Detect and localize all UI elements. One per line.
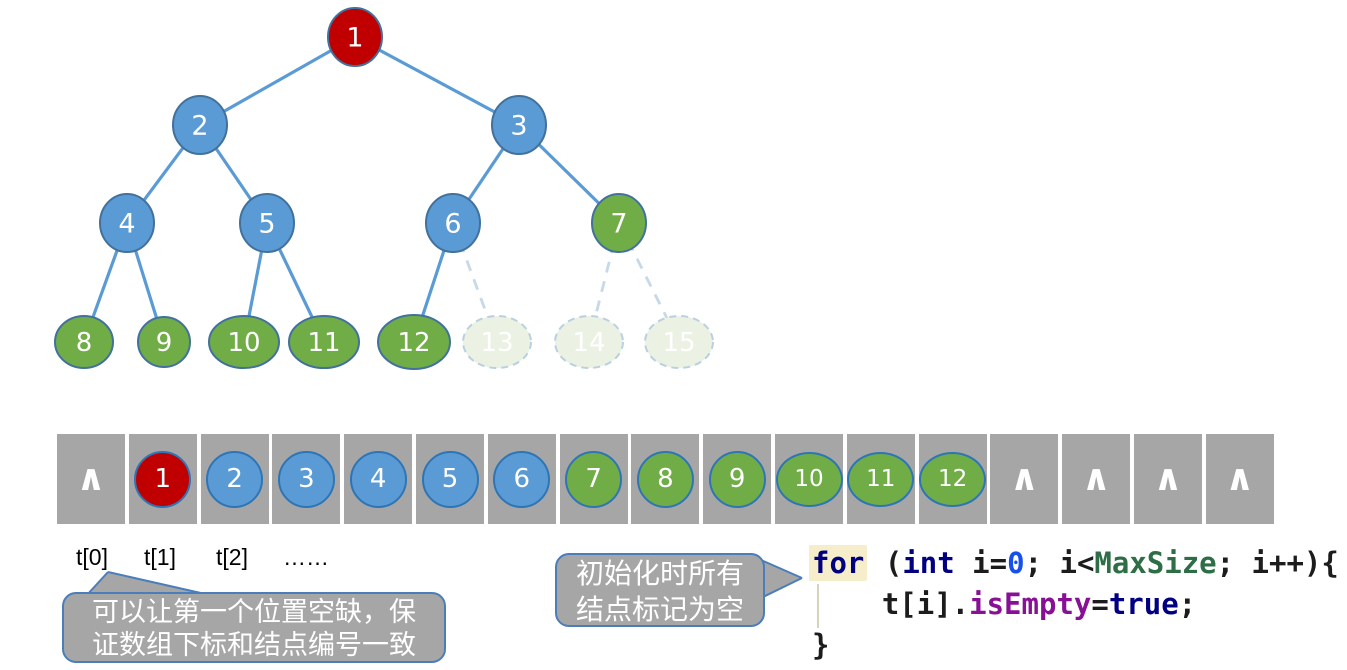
tree-node-label: 1 <box>346 23 363 54</box>
code-indent-guide <box>817 584 819 628</box>
index-label-ellipsis: …… <box>283 544 329 570</box>
code-token: ; i++){ <box>1216 546 1339 580</box>
tree-node <box>172 95 228 155</box>
array-cell-13: ∧ <box>990 434 1059 524</box>
tree-node <box>288 315 360 369</box>
tree-node <box>327 7 383 67</box>
empty-marker: ∧ <box>1153 458 1183 499</box>
empty-marker: ∧ <box>76 458 106 499</box>
array-cell-3: 3 <box>272 434 341 524</box>
array-cell-15: ∧ <box>1134 434 1202 524</box>
tree-node-label: 10 <box>227 328 260 358</box>
array-cell-9: 9 <box>703 434 772 524</box>
code-line-1: for (int i=0; i<MaxSize; i++){ <box>809 543 1339 584</box>
tree-node-label: 6 <box>444 209 461 240</box>
empty-marker: ∧ <box>1225 458 1255 499</box>
array-node-8: 8 <box>636 450 694 508</box>
array-cell-14: ∧ <box>1062 434 1131 524</box>
array-node-12: 12 <box>919 451 987 507</box>
callout-array-note: 可以让第一个位置空缺，保 证数组下标和结点编号一致 <box>62 592 446 663</box>
tree-node-label: 11 <box>307 328 340 358</box>
tree-node-label: 2 <box>191 111 208 142</box>
code-token: 0 <box>1007 546 1025 580</box>
tree-node <box>137 316 191 368</box>
array-node-9: 9 <box>708 450 766 508</box>
array-cell-16: ∧ <box>1205 434 1274 524</box>
code-token: isEmpty <box>969 587 1092 621</box>
callout-init-note-line2: 结点标记为空 <box>575 593 744 626</box>
array-node-3: 3 <box>277 450 335 508</box>
callout-init-note-line1: 初始化时所有 <box>575 557 744 590</box>
array-cell-10: 10 <box>775 434 843 524</box>
array-cell-5: 5 <box>416 434 484 524</box>
array-cell-7: 7 <box>559 434 628 524</box>
tree-node <box>54 315 114 369</box>
tree-node-ghost <box>554 315 624 369</box>
tree-node <box>591 193 647 253</box>
code-token: ; <box>1178 587 1197 621</box>
array-cell-1: 1 <box>128 434 197 524</box>
code-token: = <box>1091 587 1109 621</box>
code-token: int <box>902 546 955 580</box>
array-node-10: 10 <box>775 451 843 507</box>
code-token: MaxSize <box>1094 546 1217 580</box>
callout-array-note-line1: 可以让第一个位置空缺，保 <box>92 597 416 628</box>
tree-node <box>99 193 155 253</box>
tree-node-label: 8 <box>76 328 93 358</box>
array-node-7: 7 <box>565 450 623 508</box>
tree-node-label: 5 <box>258 209 275 240</box>
empty-marker: ∧ <box>1081 458 1111 499</box>
code-token: true <box>1108 587 1179 621</box>
index-label-t1: t[1] <box>144 544 176 570</box>
code-line-2: t[i].isEmpty=true; <box>812 584 1339 625</box>
array-node-5: 5 <box>421 450 479 508</box>
empty-marker: ∧ <box>1009 458 1039 499</box>
tree-node-label: 15 <box>662 328 695 358</box>
tree-node <box>491 95 547 155</box>
tree-node-label: 4 <box>118 209 135 240</box>
code-snippet: for (int i=0; i<MaxSize; i++){ t[i].isEm… <box>809 543 1339 666</box>
array-cell-0: ∧ <box>57 434 125 524</box>
array-cell-2: 2 <box>200 434 269 524</box>
index-label-t2: t[2] <box>216 544 248 570</box>
callout-array-note-line2: 证数组下标和结点编号一致 <box>92 630 416 661</box>
code-line-3: } <box>812 625 1339 666</box>
callout-init-note: 初始化时所有 结点标记为空 <box>555 553 765 627</box>
tree-node-label: 13 <box>480 328 513 358</box>
tree-node <box>239 193 295 253</box>
tree-node <box>208 315 280 369</box>
array-node-4: 4 <box>349 450 407 508</box>
code-token: } <box>812 628 830 662</box>
tree-edge <box>354 35 520 127</box>
callout-init-note-tail <box>760 559 803 599</box>
code-token: for <box>809 545 868 581</box>
array-cell-11: 11 <box>846 434 915 524</box>
tree-node-label: 7 <box>610 209 627 240</box>
array-cell-4: 4 <box>344 434 413 524</box>
tree-node-label: 14 <box>572 328 605 358</box>
code-token: i= <box>954 546 1008 580</box>
code-token: t[i]. <box>812 587 970 621</box>
code-token: ( <box>867 546 903 580</box>
tree-node-label: 9 <box>156 328 173 358</box>
array-node-1: 1 <box>134 450 192 508</box>
code-token: ; i< <box>1024 546 1095 580</box>
tree-edge <box>199 35 356 127</box>
array-node-11: 11 <box>847 451 915 507</box>
array-cell-6: 6 <box>487 434 556 524</box>
array-node-2: 2 <box>206 450 264 508</box>
array-cell-8: 8 <box>631 434 700 524</box>
tree-node-label: 3 <box>510 111 527 142</box>
array-cell-12: 12 <box>918 434 987 524</box>
tree-node <box>425 193 481 253</box>
tree-node-ghost <box>644 315 714 369</box>
tree-node-label: 12 <box>397 328 430 358</box>
tree-node-ghost <box>462 315 532 369</box>
tree-node <box>377 314 451 370</box>
array-node-6: 6 <box>493 450 551 508</box>
index-label-t0: t[0] <box>76 544 108 570</box>
